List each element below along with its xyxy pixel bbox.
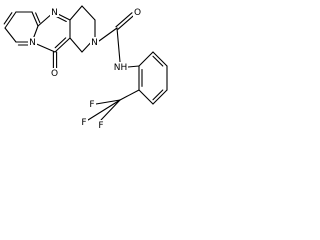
bond-28: [138, 51, 154, 67]
atom-f-bottom: F: [97, 120, 105, 131]
bonds: [3, 5, 168, 121]
bond-7: [35, 12, 41, 24]
atom-n-piperidine: N: [90, 37, 99, 48]
svg-text:N: N: [51, 8, 58, 18]
atom-nh-amide: NH: [113, 62, 128, 73]
svg-text:F: F: [89, 100, 94, 110]
bond-24: [117, 14, 135, 30]
bond-18: [69, 5, 83, 21]
bond-34: [138, 89, 154, 105]
bond-32: [152, 89, 168, 105]
bond-29: [152, 51, 168, 67]
bond-6: [31, 11, 39, 27]
atom-o-amide: O: [133, 7, 142, 18]
bond-26: [116, 27, 121, 63]
bond-39: [87, 99, 121, 121]
atom-n-bridgehead: N: [28, 37, 37, 48]
chemical-structure: N N N NH O O F F: [3, 5, 168, 131]
bond-14: [54, 37, 67, 49]
atom-o-ketone: O: [50, 68, 59, 79]
bond-22: [69, 37, 83, 53]
svg-text:F: F: [81, 118, 86, 128]
bond-37: [119, 89, 140, 101]
atom-labels: N N N NH O O F F: [28, 7, 142, 131]
svg-text:N: N: [29, 38, 36, 48]
bond-38: [95, 99, 121, 105]
bond-13: [54, 37, 71, 53]
bond-25: [115, 12, 133, 28]
svg-text:NH: NH: [114, 63, 128, 73]
atom-f-left: F: [80, 117, 88, 128]
bond-23: [98, 27, 118, 42]
svg-text:O: O: [51, 69, 58, 79]
svg-text:O: O: [134, 8, 141, 18]
atom-n-pyrimidine: N: [50, 7, 59, 18]
atom-f-top: F: [88, 99, 96, 110]
bond-30: [152, 55, 164, 67]
bond-19: [81, 5, 96, 21]
svg-text:N: N: [91, 38, 98, 48]
bond-40: [100, 99, 121, 121]
bond-2: [4, 27, 17, 43]
bond-27: [127, 65, 140, 68]
bond-1: [3, 12, 13, 25]
bond-33: [152, 89, 164, 101]
bond-0: [4, 11, 17, 29]
svg-text:F: F: [98, 121, 103, 131]
